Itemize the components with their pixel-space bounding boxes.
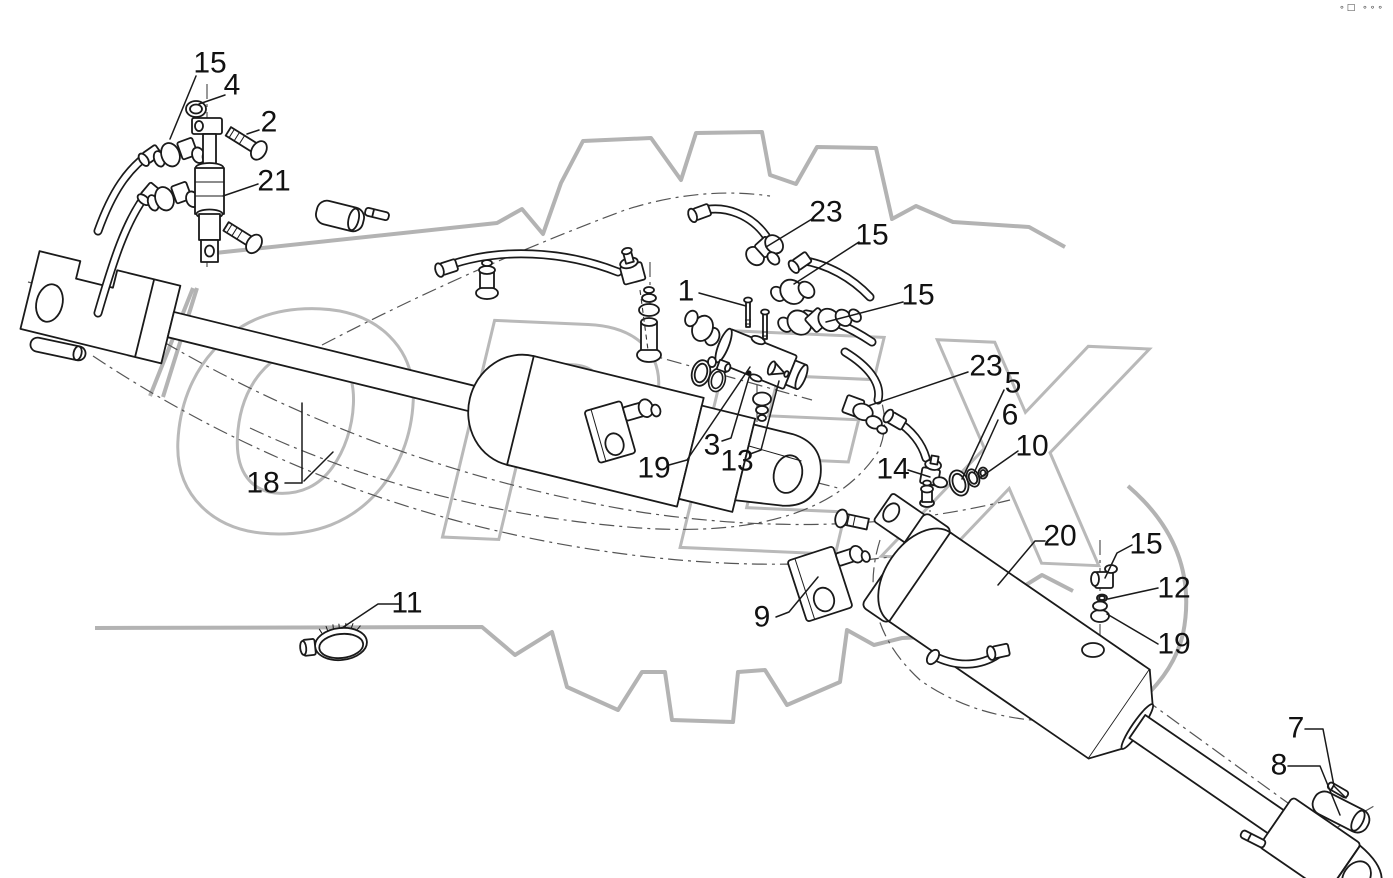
cylinder-2-top-port — [919, 479, 935, 508]
callout-14: 14 — [876, 453, 909, 486]
callout-6: 6 — [1002, 399, 1019, 432]
cylinder-2 — [834, 479, 1383, 878]
leader-lines — [169, 75, 1347, 816]
page-corner-mark: ∘□ ∘∘∘ — [1339, 3, 1385, 13]
callout-7: 7 — [1288, 712, 1305, 745]
callout-1: 1 — [678, 275, 695, 308]
check-valve-13 — [766, 360, 790, 378]
clevis-pin-8 — [1311, 790, 1371, 834]
callout-15d: 15 — [1129, 528, 1162, 561]
callout-18: 18 — [246, 467, 279, 500]
gear-left-edge — [148, 287, 199, 398]
fitting-15b — [770, 278, 816, 305]
ring-12 — [1096, 593, 1108, 603]
callout-23a: 23 — [809, 196, 842, 229]
cylinder-1-port-b — [636, 286, 662, 363]
gear-right-edge — [1126, 484, 1189, 712]
manifold-assembly — [684, 296, 809, 422]
callout-23b: 23 — [969, 350, 1002, 383]
toplink-assembly — [93, 100, 268, 318]
callout-12: 12 — [1157, 572, 1190, 605]
callout-15c: 15 — [901, 279, 934, 312]
fitting-cluster-15c — [777, 307, 862, 336]
callout-19b: 19 — [1157, 628, 1190, 661]
banjo-elbow-fitting — [619, 247, 647, 286]
hose-network — [685, 201, 989, 500]
parts-artwork — [19, 100, 1383, 878]
manifold-bottom-fitting — [752, 391, 772, 422]
mount-bolt — [834, 508, 870, 531]
callout-20: 20 — [1043, 520, 1076, 553]
gear-top-teeth — [214, 130, 1066, 255]
bracket-plate-9 — [787, 545, 871, 622]
callout-10: 10 — [1015, 430, 1048, 463]
cylinder-2-bottom-port — [1081, 564, 1118, 658]
elbow-cluster-23b — [841, 394, 888, 435]
small-washer — [707, 356, 717, 368]
valve-needles-1 — [743, 296, 770, 340]
callout-11: 11 — [391, 587, 422, 620]
elbow-fitting-15d — [1090, 564, 1118, 589]
callout-3: 3 — [704, 429, 721, 462]
callout-15b: 15 — [855, 219, 888, 252]
callout-8: 8 — [1271, 749, 1288, 782]
callout-21: 21 — [257, 165, 290, 198]
callout-19a: 19 — [637, 452, 670, 485]
roll-pin — [364, 206, 390, 222]
toplink-body — [191, 117, 225, 263]
cylinder-1-port-a — [475, 259, 499, 300]
cylinder-2-rod — [1128, 714, 1285, 835]
bolt-2-upper — [224, 126, 268, 161]
callout-13: 13 — [720, 445, 753, 478]
callout-5: 5 — [1005, 367, 1022, 400]
hose-clamp-11 — [299, 622, 368, 662]
bolt-2-lower — [222, 221, 263, 255]
elbow-fitting-23a — [745, 234, 784, 267]
callout-15a: 15 — [193, 47, 226, 80]
roll-pin-clevis — [1239, 829, 1267, 849]
callout-9: 9 — [754, 601, 771, 634]
plug-19 — [715, 358, 732, 374]
callout-2: 2 — [261, 106, 278, 139]
callout-4: 4 — [224, 69, 241, 102]
bracket-plate-center — [584, 398, 662, 464]
cylinder-pin — [315, 199, 365, 233]
washer-6 — [965, 468, 981, 488]
